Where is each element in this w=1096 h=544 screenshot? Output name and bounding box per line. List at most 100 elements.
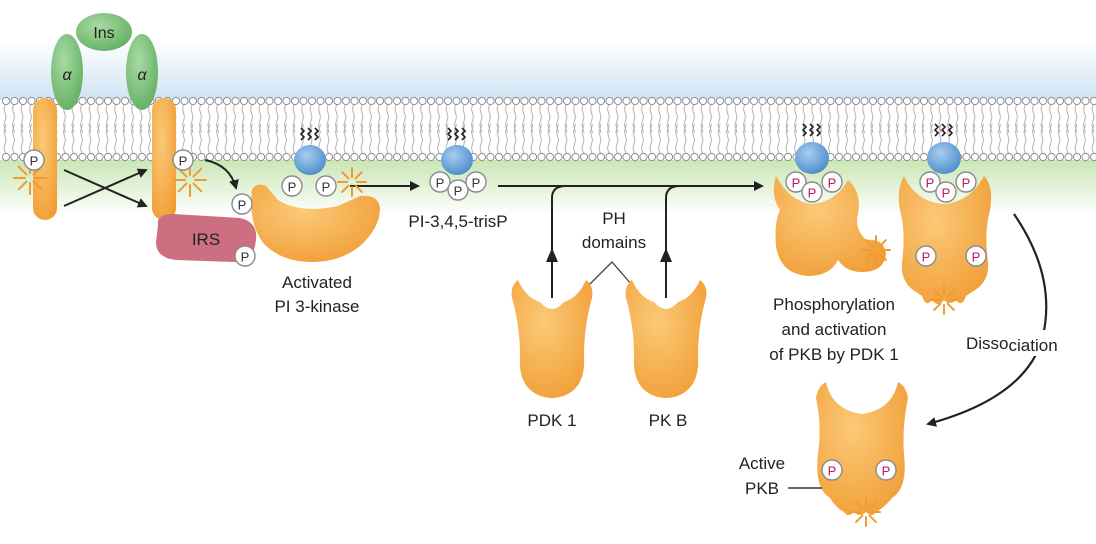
phosphate-label: P <box>808 186 817 201</box>
pip3-label: PI-3,4,5-trisP <box>408 212 507 231</box>
lipid-head-inner <box>248 152 257 162</box>
lipid-head-inner <box>1089 152 1096 162</box>
lipid-head-outer <box>605 96 614 106</box>
lipid-head-inner <box>639 152 648 162</box>
phosphate-label: P <box>436 176 445 191</box>
phosphate-label: P <box>238 198 247 213</box>
burst-ray <box>341 184 350 193</box>
lipid-head-inner <box>996 152 1005 162</box>
lipid-tail <box>368 123 373 157</box>
pdk1-recruit-arrow <box>551 185 567 298</box>
lipid-head <box>795 142 829 174</box>
lipid-tail <box>674 123 679 157</box>
burst-ray <box>354 171 363 180</box>
lipid-head-outer <box>78 96 87 106</box>
lipid-head-inner <box>358 152 368 162</box>
lipid-head-inner <box>537 152 546 162</box>
lipid-tail <box>190 123 194 157</box>
lipid-tail <box>870 123 874 157</box>
lipid-head-inner <box>545 152 555 162</box>
phosphate-label: P <box>828 464 837 479</box>
activated-pi3k-line2: PI 3-kinase <box>274 297 359 316</box>
lipid-tail <box>997 123 1002 157</box>
lipid-tail <box>963 123 968 157</box>
phosphate-group: P <box>935 181 957 203</box>
lipid-head-outer <box>562 96 572 106</box>
lipid-tail <box>759 123 764 157</box>
phosphate-circle <box>23 149 45 171</box>
lipid-head-inner <box>1 152 11 162</box>
lipid-tail <box>547 123 551 157</box>
insulin-label: Ins <box>93 25 114 42</box>
lipid-head-outer <box>324 96 334 106</box>
lipid-tail <box>632 123 636 157</box>
lipid-head-inner <box>375 152 385 162</box>
pkb-membrane-complex: Dissociation <box>898 123 1086 427</box>
lipid-tail <box>649 123 653 157</box>
phosphate-label: P <box>288 180 297 195</box>
lipid-head-outer <box>673 96 682 106</box>
lipid-head-inner <box>919 152 929 162</box>
burst-ray <box>32 180 43 191</box>
lipid-head-outer <box>409 96 419 106</box>
lipid-head-inner <box>622 152 631 162</box>
lipid-tail <box>538 123 543 157</box>
lipid-head-outer <box>545 96 555 106</box>
lipid-head-outer <box>851 96 861 106</box>
lipid-tail <box>479 123 483 157</box>
lipid-head-outer <box>503 96 512 106</box>
phosphate-label: P <box>179 154 188 169</box>
lipid-head-outer <box>1004 96 1014 106</box>
lipid-head-inner <box>834 152 844 162</box>
irs-label: IRS <box>192 230 220 249</box>
lipid-head-outer <box>579 96 589 106</box>
burst-ray <box>192 182 203 193</box>
phosphorylation-line1: Phosphorylation <box>773 295 895 314</box>
phosphate-circle <box>465 171 487 193</box>
lipid-head-inner <box>681 152 691 162</box>
lipid-head-outer <box>630 96 640 106</box>
lipid-head-outer <box>758 96 767 106</box>
lipid-tail <box>1006 123 1010 157</box>
lipid-head-outer <box>749 96 759 106</box>
lipid-pip3: PI-3,4,5-trisP <box>408 127 508 231</box>
lipid-tail <box>904 123 908 157</box>
lipid-tail <box>504 123 509 157</box>
phosphate-group: P <box>955 171 977 193</box>
lipid-tail <box>691 123 696 157</box>
phosphate-group: P <box>915 245 937 267</box>
lipid-head-outer <box>375 96 385 106</box>
lipid-head-outer <box>664 96 674 106</box>
lipid-tail <box>785 123 789 157</box>
lipid-tail <box>496 123 500 157</box>
lipid-head-inner <box>868 152 878 162</box>
lipid-head-outer <box>936 96 946 106</box>
lipid-tail <box>113 123 118 157</box>
lipid-head-inner <box>1081 152 1090 162</box>
lipid-tail <box>105 123 109 157</box>
burst-ray <box>868 514 877 523</box>
dissociation-part1: Disso <box>966 334 1009 353</box>
lipid-head-outer <box>639 96 648 106</box>
phosphate-circle <box>785 171 807 193</box>
lipid-tail <box>334 123 339 157</box>
phosphate-label: P <box>322 180 331 195</box>
lipid-head-inner <box>562 152 572 162</box>
lipid-head-outer <box>800 96 810 106</box>
lipid-tail <box>844 123 849 157</box>
lipid-tail <box>79 123 84 157</box>
lipid-head-inner <box>341 152 351 162</box>
lipid-head-outer <box>571 96 580 106</box>
lipid-head-inner <box>477 152 487 162</box>
lipid-tail <box>147 123 152 157</box>
lipid-head-inner <box>1030 152 1039 162</box>
lipid-tails <box>801 123 822 137</box>
lipid-head-outer <box>1089 96 1096 106</box>
burst-ray <box>17 165 28 176</box>
lipid-tail <box>1048 123 1053 157</box>
receptor-beta-right <box>152 98 176 220</box>
lipid-tail <box>887 123 891 157</box>
receptor-beta-left <box>33 98 57 220</box>
lipid-head-outer <box>1047 96 1056 106</box>
lipid-head-inner <box>741 152 750 162</box>
